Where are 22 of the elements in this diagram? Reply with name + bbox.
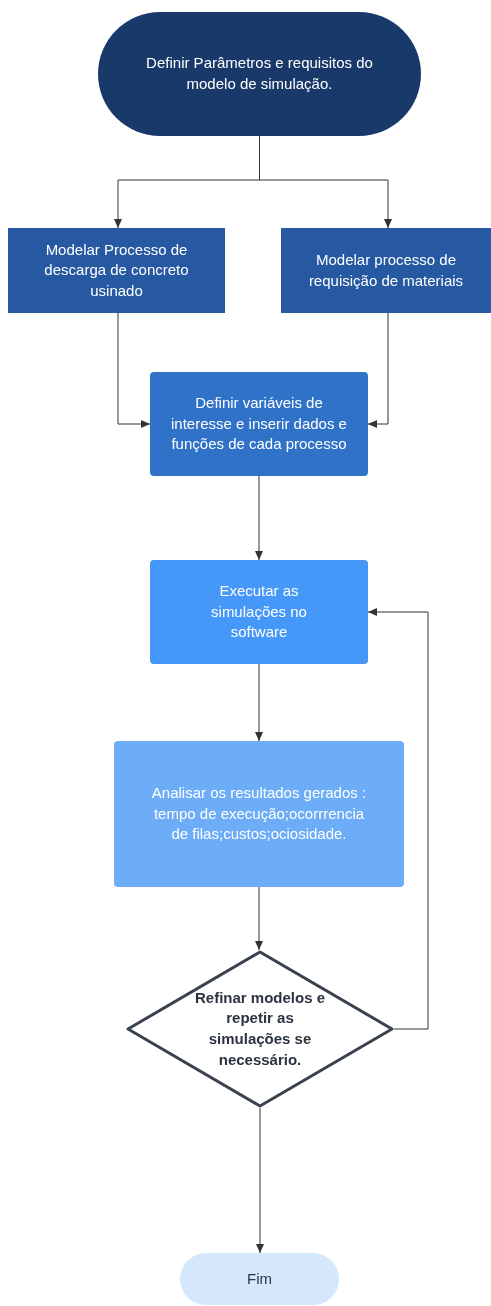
node-text: Modelar Processo de descarga de concreto usinado (43, 239, 190, 301)
node-text: Refinar modelos e repetir as simulações se necessário. (193, 987, 326, 1070)
node-text: Modelar processo de requisição de materiais (307, 249, 465, 291)
arrow (367, 312, 389, 428)
arrow (255, 886, 263, 951)
process-box (281, 228, 491, 313)
node-text: Definir Parâmetros e requisitos do modelo de simulação. (145, 53, 374, 94)
process-box (114, 741, 404, 887)
arrow (255, 475, 263, 561)
arrow (367, 608, 429, 1030)
arrow (255, 663, 263, 742)
end-terminal (180, 1253, 339, 1305)
node-text: Definir variáveis de interesse e inserir dados e funções de cada processo (170, 393, 348, 455)
process-box (8, 228, 225, 313)
decision-diamond (126, 950, 394, 1108)
process-box (150, 372, 368, 476)
arrow (256, 1107, 264, 1254)
process-box (150, 560, 368, 664)
arrow (117, 312, 151, 428)
node-text: Analisar os resultados gerados : tempo de execução;ocorrrencia de filas;custos;ociosidade. (150, 783, 368, 845)
node-text: Fim (247, 1268, 272, 1289)
node-text: Executar as simulações no software (210, 581, 308, 643)
